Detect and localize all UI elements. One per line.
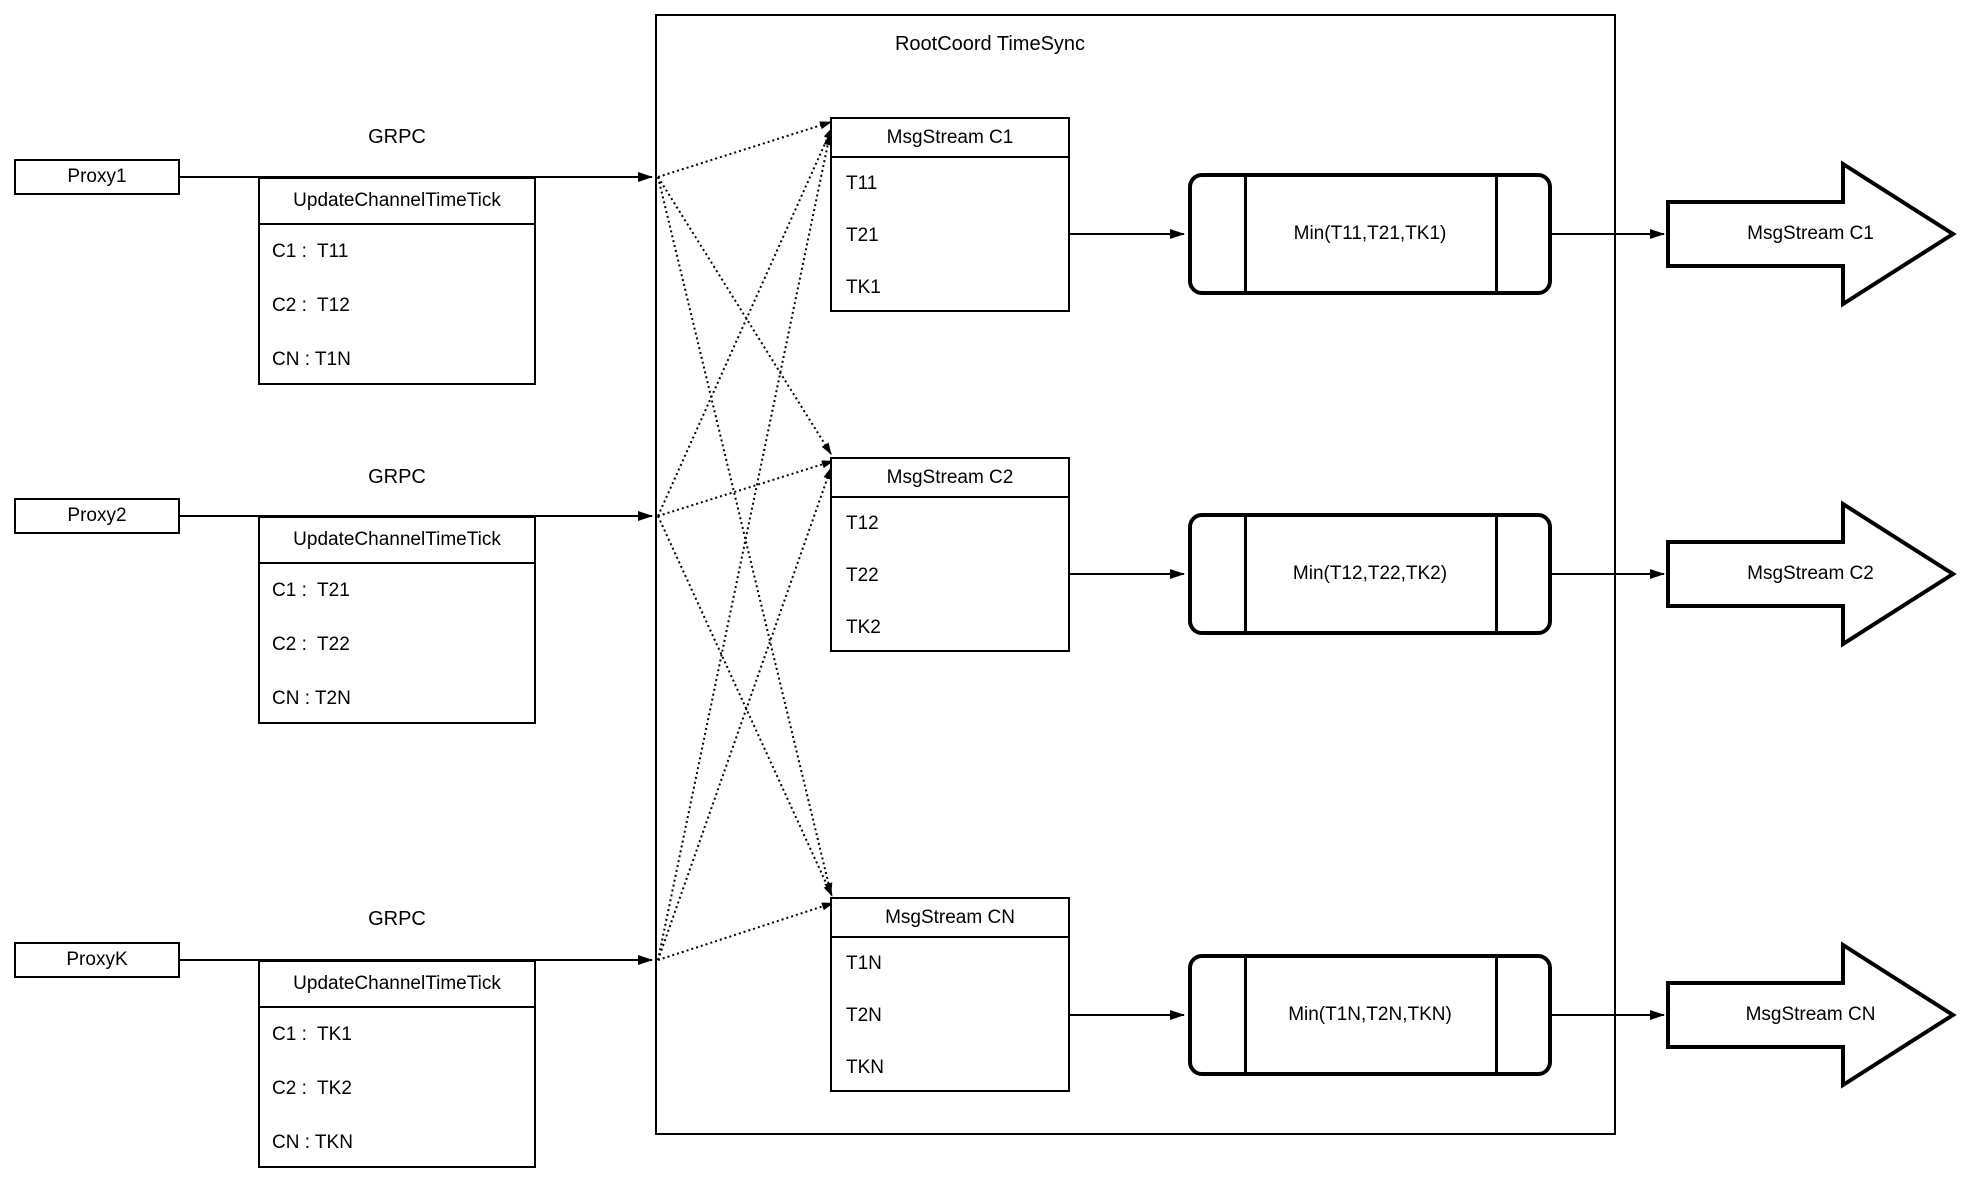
output-arrow-c2-label: MsgStream C2: [1747, 563, 1874, 584]
fanout-p1-c1: [657, 121, 832, 178]
msgstream-c2-row-t12: T12: [846, 513, 879, 534]
min-cn-box: Min(T1N,T2N,TKN): [1188, 954, 1552, 1076]
min-c1-box: Min(T11,T21,TK1): [1188, 173, 1552, 295]
msgstream-c2-row-tk2: TK2: [846, 617, 881, 638]
output-arrow-cn-label: MsgStream CN: [1745, 1004, 1876, 1025]
fanout-pk-c1: [657, 133, 832, 961]
fanout-pk-c2: [657, 467, 832, 961]
min-c1-label: Min(T11,T21,TK1): [1293, 223, 1447, 244]
table3-row-c2: C2 : TK2: [272, 1078, 352, 1099]
output-arrow-c2: [1666, 500, 1957, 648]
update-channel-timetick-table-1: UpdateChannelTimeTick C1 : T11 C2 : T12 …: [258, 177, 536, 385]
msgstream-cn-row-tkn: TKN: [846, 1057, 884, 1078]
min-c1-right-divider: [1495, 177, 1498, 291]
msgstream-c1-row-t21: T21: [846, 225, 879, 246]
table1-row-c2: C2 : T12: [272, 295, 350, 316]
min-cn-left-divider: [1244, 958, 1247, 1072]
update-channel-timetick-table-2: UpdateChannelTimeTick C1 : T21 C2 : T22 …: [258, 516, 536, 724]
min-cn-right-divider: [1495, 958, 1498, 1072]
table3-header: UpdateChannelTimeTick: [260, 962, 534, 1008]
proxy2-label: Proxy2: [67, 505, 127, 526]
min-c1-left-divider: [1244, 177, 1247, 291]
proxyk-box: ProxyK: [14, 942, 180, 978]
msgstream-cn-row-t1n: T1N: [846, 953, 882, 974]
table2-row-c1: C1 : T21: [272, 580, 350, 601]
grpc-label-3: GRPC: [368, 907, 426, 930]
msgstream-cn-row-t2n: T2N: [846, 1005, 882, 1026]
table2-row-c2: C2 : T22: [272, 634, 350, 655]
rootcoord-timesync-title: RootCoord TimeSync: [894, 32, 1086, 55]
table3-row-c1: C1 : TK1: [272, 1024, 352, 1045]
fanout-pk-cn: [657, 902, 834, 961]
min-c2-left-divider: [1244, 517, 1247, 631]
table1-row-c1: C1 : T11: [272, 241, 349, 262]
msgstream-c1-row-t11: T11: [846, 173, 878, 194]
update-channel-timetick-table-3: UpdateChannelTimeTick C1 : TK1 C2 : TK2 …: [258, 960, 536, 1168]
grpc-label-1: GRPC: [368, 125, 426, 148]
msgstream-c1-table: MsgStream C1 T11 T21 TK1: [830, 117, 1070, 312]
output-arrow-cn: [1666, 941, 1957, 1089]
grpc-label-2: GRPC: [368, 465, 426, 488]
msgstream-c2-row-t22: T22: [846, 565, 879, 586]
msgstream-cn-table: MsgStream CN T1N T2N TKN: [830, 897, 1070, 1092]
output-arrow-c1: [1666, 160, 1957, 308]
table1-header: UpdateChannelTimeTick: [260, 179, 534, 225]
proxy1-label: Proxy1: [67, 166, 127, 187]
min-c2-label: Min(T12,T22,TK2): [1292, 563, 1448, 584]
output-arrow-c1-label: MsgStream C1: [1747, 223, 1874, 244]
proxy1-box: Proxy1: [14, 159, 180, 195]
rootcoord-timesync-box: [655, 14, 1616, 1135]
table2-header: UpdateChannelTimeTick: [260, 518, 534, 564]
proxyk-label: ProxyK: [66, 949, 128, 970]
proxy2-box: Proxy2: [14, 498, 180, 534]
msgstream-cn-header: MsgStream CN: [832, 899, 1068, 938]
msgstream-c2-table: MsgStream C2 T12 T22 TK2: [830, 457, 1070, 652]
msgstream-c2-header: MsgStream C2: [832, 459, 1068, 498]
table1-row-cn: CN : T1N: [272, 349, 351, 370]
table3-row-cn: CN : TKN: [272, 1132, 353, 1153]
fanout-p2-c2: [657, 460, 834, 517]
msgstream-c1-row-tk1: TK1: [846, 277, 881, 298]
msgstream-c1-header: MsgStream C1: [832, 119, 1068, 158]
table2-row-cn: CN : T2N: [272, 688, 351, 709]
min-c2-box: Min(T12,T22,TK2): [1188, 513, 1552, 635]
min-c2-right-divider: [1495, 517, 1498, 631]
min-cn-label: Min(T1N,T2N,TKN): [1288, 1004, 1452, 1025]
fanout-p2-c1: [657, 127, 833, 517]
